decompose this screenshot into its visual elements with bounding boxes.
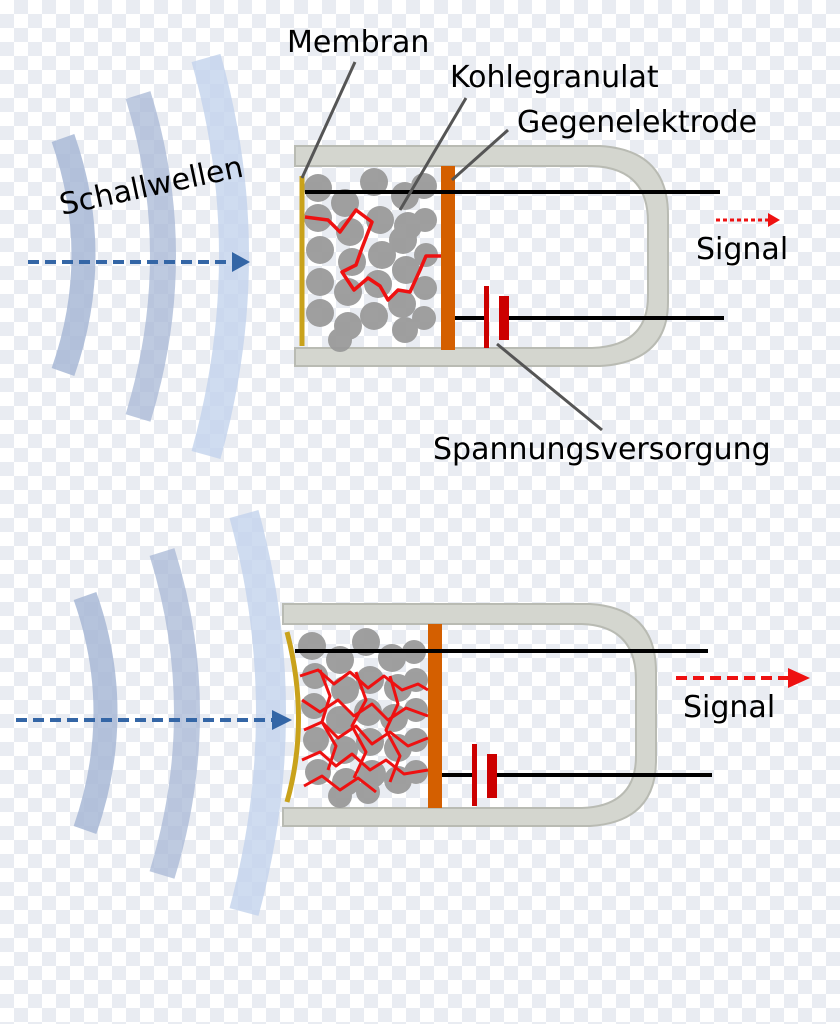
membrane-leader: [300, 61, 357, 179]
bottom-battery-icon: [472, 744, 497, 806]
top-panel: Membran Kohlegranulat Gegenelektrode Sch…: [28, 25, 788, 467]
top-carbon-granules: [304, 168, 438, 352]
top-signal-arrow: [716, 213, 780, 227]
bottom-membrane: [284, 631, 301, 803]
top-input-arrow: [28, 252, 250, 272]
bottom-current-paths: [299, 668, 429, 794]
power-supply-label: Spannungsversorgung: [433, 432, 771, 467]
top-leader-lines: [300, 61, 603, 432]
bottom-signal-arrow: [676, 668, 810, 688]
top-current-path: [304, 208, 441, 302]
sound-wave-arc: [149, 548, 200, 879]
bottom-sound-waves: [73, 510, 286, 916]
counter-electrode-leader: [451, 128, 509, 182]
sound-wave-arc: [73, 592, 118, 834]
counter-electrode-label: Gegenelektrode: [517, 105, 757, 140]
membrane-label: Membran: [287, 25, 429, 60]
sound-wave-arc: [229, 510, 286, 916]
sound-wave-arc: [191, 53, 249, 460]
top-battery-icon: [484, 286, 509, 348]
sound-wave-arc: [125, 91, 176, 422]
top-counter-electrode: [441, 166, 455, 350]
bottom-counter-electrode: [428, 624, 442, 808]
sound-wave-arc: [51, 134, 96, 376]
signal-label-bottom: Signal: [683, 690, 775, 725]
bottom-panel: Signal: [16, 510, 810, 916]
granules-label: Kohlegranulat: [450, 60, 659, 95]
bottom-input-arrow: [16, 710, 292, 730]
signal-label-top: Signal: [696, 232, 788, 267]
granules-leader: [398, 97, 468, 211]
top-sound-waves: [51, 53, 249, 460]
power-supply-leader: [496, 342, 603, 432]
